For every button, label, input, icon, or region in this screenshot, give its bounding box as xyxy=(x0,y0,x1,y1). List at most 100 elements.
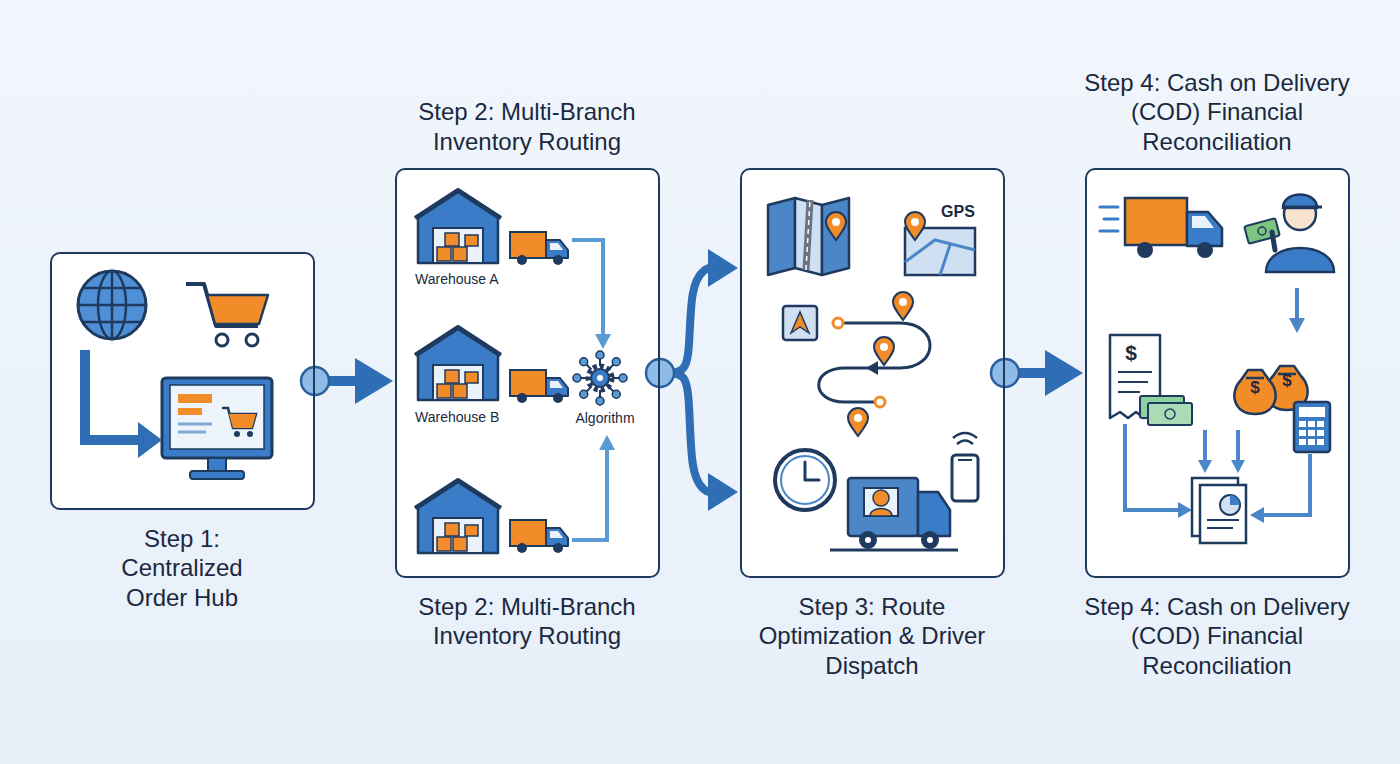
truck-icon xyxy=(1137,242,1153,258)
report-document xyxy=(1200,485,1246,543)
routing-arrow xyxy=(572,240,603,336)
phone-icon xyxy=(952,455,978,501)
calculator-icon xyxy=(1299,430,1306,436)
routing-arrow xyxy=(599,435,615,450)
monitor-icon xyxy=(170,385,264,449)
arrow-head xyxy=(708,473,738,511)
route-path xyxy=(875,397,885,407)
courier-figure xyxy=(1258,227,1266,235)
truck-icon xyxy=(510,232,568,265)
receipt-icon xyxy=(1165,409,1175,419)
map-icon xyxy=(795,198,822,275)
warehouse-icon xyxy=(415,190,501,553)
calculator-icon xyxy=(1299,421,1306,427)
delivery-truck xyxy=(873,490,889,506)
calculator-icon xyxy=(1308,421,1315,427)
truck-icon xyxy=(510,232,568,553)
process-panel: Step 3: Route Optimization & Driver Disp… xyxy=(740,168,1005,578)
algorithm-icon xyxy=(588,366,612,390)
receipt-icon xyxy=(1110,335,1192,425)
warehouse-icon xyxy=(415,480,501,553)
calculator-icon xyxy=(1317,439,1324,445)
connector-node xyxy=(991,359,1019,387)
calculator-icon xyxy=(1317,430,1324,436)
truck-icon xyxy=(1192,216,1214,228)
route-path xyxy=(874,337,894,365)
report-document xyxy=(1207,520,1239,528)
process-panel: Step 2: Multi-Branch Inventory RoutingSt… xyxy=(395,168,660,578)
algorithm-icon xyxy=(596,351,604,359)
route-path xyxy=(783,292,930,436)
connector-line xyxy=(660,268,710,373)
clock-icon xyxy=(805,462,819,480)
flow-arrow xyxy=(85,350,140,440)
monitor-icon xyxy=(162,378,272,458)
clock-icon xyxy=(775,450,835,510)
warehouse-label: Warehouse B xyxy=(415,409,499,425)
connector-node xyxy=(646,359,674,387)
calculator-icon xyxy=(1308,439,1315,445)
flow-arrow xyxy=(1231,460,1245,473)
delivery-truck xyxy=(865,537,871,543)
flow-arrow xyxy=(1125,424,1180,510)
algorithm-icon xyxy=(612,390,620,398)
clock-icon xyxy=(775,450,835,510)
algorithm-icon xyxy=(596,397,604,405)
monitor-icon xyxy=(208,458,226,471)
calculator-icon xyxy=(1308,430,1315,436)
truck-icon xyxy=(1100,207,1118,231)
truck-icon xyxy=(510,520,568,553)
courier-figure xyxy=(1283,206,1322,209)
cart-icon xyxy=(186,284,268,346)
courier-figure xyxy=(1244,195,1334,273)
step-heading: Step 4: Cash on Delivery (COD) Financial… xyxy=(1075,68,1360,156)
step-heading: Step 2: Multi-Branch Inventory Routing xyxy=(415,97,640,156)
icon-label: GPS xyxy=(941,203,975,221)
delivery-truck xyxy=(918,492,950,536)
algorithm-icon xyxy=(591,369,609,387)
calculator-icon xyxy=(1317,421,1324,427)
flow-arrow xyxy=(85,350,162,458)
map-icon xyxy=(806,200,810,270)
globe-icon xyxy=(78,271,146,339)
panel-background xyxy=(740,168,1005,578)
globe-icon xyxy=(78,271,146,339)
step-heading: Step 4: Cash on Delivery (COD) Financial… xyxy=(1075,592,1360,680)
courier-figure xyxy=(1272,232,1275,250)
flow-arrow xyxy=(138,422,162,458)
gps-icon xyxy=(905,240,975,275)
algorithm-icon xyxy=(580,390,588,398)
calculator-icon xyxy=(1294,402,1330,452)
flow-arrow xyxy=(1198,460,1212,473)
algorithm-icon xyxy=(573,374,581,382)
report-document xyxy=(1230,495,1240,505)
cart-icon xyxy=(246,334,258,346)
arrow-head xyxy=(708,249,738,287)
truck-icon xyxy=(1197,242,1213,258)
monitor-icon xyxy=(178,424,212,432)
monitor-icon xyxy=(234,431,240,437)
money-bag xyxy=(1234,370,1275,414)
warehouse-icon xyxy=(415,190,501,263)
currency-symbol: $ xyxy=(1125,341,1137,365)
flow-arrow xyxy=(1178,502,1192,518)
algorithm-icon xyxy=(573,351,627,405)
monitor-icon xyxy=(229,414,256,428)
delivery-truck xyxy=(870,509,892,517)
calculator-icon xyxy=(1299,439,1306,445)
connector-node xyxy=(301,367,329,395)
delivery-truck xyxy=(830,478,958,550)
map-icon xyxy=(826,212,846,240)
panel-background xyxy=(395,168,660,578)
truck-icon xyxy=(510,370,568,403)
flow-arrow xyxy=(1289,318,1305,333)
monitor-icon xyxy=(190,471,244,479)
truck-icon xyxy=(1125,198,1187,245)
arrow-head xyxy=(1045,350,1083,396)
receipt-icon xyxy=(1118,372,1152,392)
delivery-truck xyxy=(927,537,933,543)
monitor-icon xyxy=(178,394,212,403)
connector-line xyxy=(660,373,710,492)
flow-arrow xyxy=(1250,507,1264,523)
